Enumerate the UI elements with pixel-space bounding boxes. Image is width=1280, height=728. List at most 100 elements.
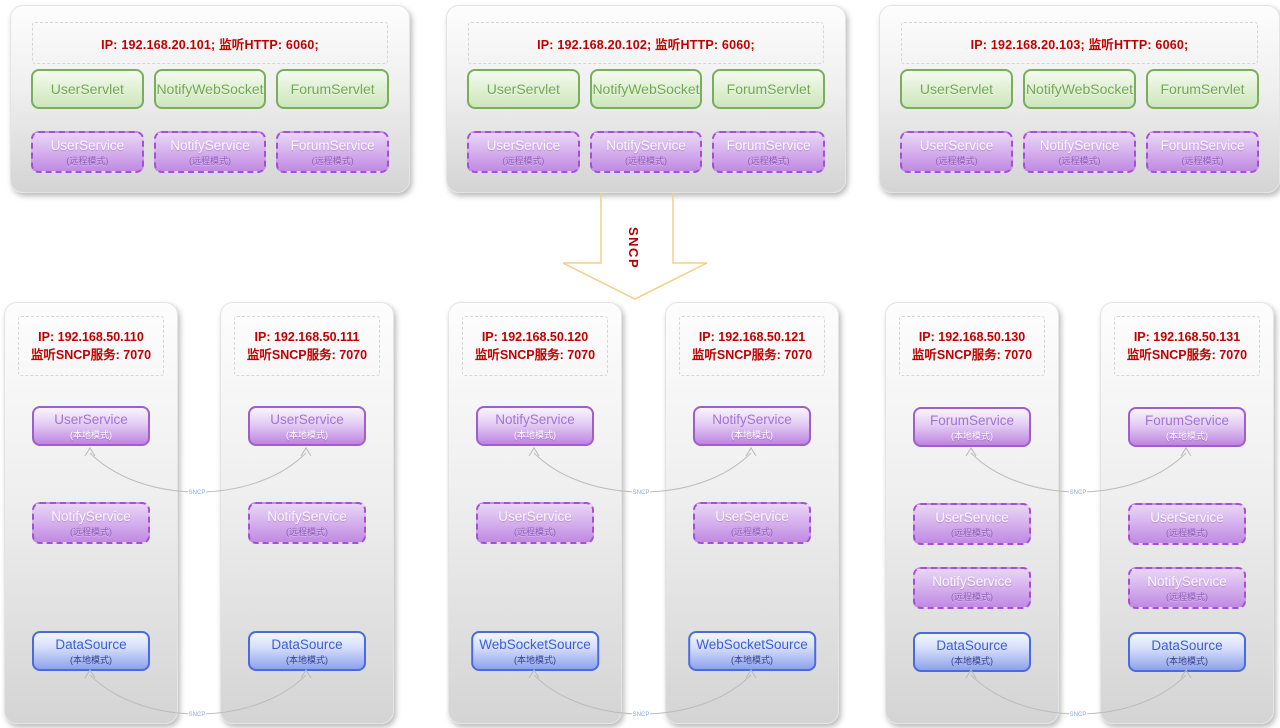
remote-service-box: ForumService (远程模式) <box>1146 131 1259 173</box>
service-name: DataSource <box>1151 637 1223 653</box>
remote-service-box: ForumService (远程模式) <box>712 131 826 173</box>
connector-label: SNCP <box>1070 490 1087 496</box>
servlet-box: ForumServlet <box>1146 69 1259 109</box>
service-mode: (远程模式) <box>1166 527 1208 538</box>
service-name: NotifyService <box>1039 137 1120 153</box>
datasource-box: DataSource(本地模式) <box>248 631 366 671</box>
datasource-box: DataSource (本地模式) <box>1128 632 1246 672</box>
ip-address-label: IP: 192.168.20.102; 监听HTTP: 6060; <box>468 22 824 64</box>
service-mode: (远程模式) <box>189 155 231 166</box>
remote-service-box: NotifyService(远程模式) <box>32 502 150 544</box>
sncp-arrow <box>562 193 708 300</box>
sncp-arrow-label: SNCP <box>626 227 641 269</box>
datasource-box: DataSource(本地模式) <box>913 632 1031 672</box>
service-name: DataSource <box>55 636 127 652</box>
ip-address-label: IP: 192.168.50.111 监听SNCP服务: 7070 <box>234 316 380 376</box>
http-server-panel: IP: 192.168.20.103; 监听HTTP: 6060; UserSer… <box>879 5 1280 193</box>
sncp-port-text: 监听SNCP服务: 7070 <box>30 348 152 362</box>
service-mode: (本地模式) <box>514 654 556 665</box>
sncp-port-text: 监听SNCP服务: 7070 <box>246 348 368 362</box>
connector-label: SNCP <box>633 712 650 718</box>
ip-address-text: IP: 192.168.20.101; 监听HTTP: 6060; <box>101 37 319 52</box>
service-name: ForumService <box>290 137 375 153</box>
service-mode: (远程模式) <box>1166 591 1208 602</box>
datasource-box: DataSource (本地模式) <box>32 631 150 671</box>
service-mode: (本地模式) <box>286 429 328 440</box>
ip-address-text: IP: 192.168.50.121 <box>698 329 806 344</box>
connector-label: SNCP <box>189 712 206 718</box>
ip-address-text: IP: 192.168.20.102; 监听HTTP: 6060; <box>537 37 755 52</box>
service-name: NotifyService <box>495 411 575 427</box>
service-name: UserService <box>498 508 572 524</box>
service-mode: (远程模式) <box>286 526 328 537</box>
service-name: NotifyService <box>170 137 250 153</box>
sncp-port-text: 监听SNCP服务: 7070 <box>474 348 596 362</box>
remote-service-box: NotifyService(远程模式) <box>248 502 366 544</box>
service-name: ForumService <box>1160 137 1245 153</box>
service-name: NotifyService <box>1147 573 1227 589</box>
servlet-box: UserServlet <box>900 69 1013 109</box>
service-mode: (远程模式) <box>951 527 993 538</box>
http-server-panel: IP: 192.168.20.102; 监听HTTP: 6060; UserSer… <box>446 5 846 193</box>
service-name: ForumService <box>726 137 811 153</box>
datasource-box: WebSocketSource(本地模式) <box>471 631 599 671</box>
ip-address-text: IP: 192.168.20.103; 监听HTTP: 6060; <box>970 37 1189 52</box>
connector-label: SNCP <box>1070 712 1087 718</box>
service-name: UserService <box>919 137 994 153</box>
ip-address-text: IP: 192.168.50.131 <box>1133 329 1241 344</box>
service-mode: (远程模式) <box>951 591 993 602</box>
service-mode: (本地模式) <box>70 429 112 440</box>
ip-address-label: IP: 192.168.20.103; 监听HTTP: 6060; <box>901 22 1258 64</box>
remote-service-box: NotifyService (远程模式) <box>153 131 267 173</box>
remote-service-box: ForumService(远程模式) <box>276 131 390 173</box>
service-row: UserService(远程模式) NotifyService (远程模式) Foru… <box>31 131 390 173</box>
sncp-port-text: 监听SNCP服务: 7070 <box>911 348 1033 362</box>
remote-service-box: UserService (远程模式) <box>1128 503 1246 545</box>
service-mode: (远程模式) <box>1058 155 1101 166</box>
servlet-box: NotifyWebSocket <box>1023 69 1136 109</box>
ip-address-label: IP: 192.168.50.130 监听SNCP服务: 7070 <box>899 316 1045 376</box>
service-mode: (本地模式) <box>1166 655 1208 666</box>
datasource-box: WebSocketSource(本地模式) <box>688 631 816 671</box>
service-mode: (本地模式) <box>951 430 993 441</box>
connector-label: SNCP <box>633 490 650 496</box>
remote-service-box: UserService (远程模式) <box>900 131 1013 173</box>
local-service-box: NotifyService(本地模式) <box>476 406 594 446</box>
ip-address-text: IP: 192.168.50.130 <box>918 329 1026 344</box>
service-mode: (本地模式) <box>731 429 773 440</box>
remote-service-box: UserService(远程模式) <box>913 503 1031 545</box>
service-mode: (远程模式) <box>1181 155 1224 166</box>
remote-service-box: UserService(远程模式) <box>31 131 144 173</box>
remote-service-box: NotifyService (远程模式) <box>913 567 1031 609</box>
servlet-box: NotifyWebSocket <box>589 69 703 109</box>
service-mode: (本地模式) <box>1166 430 1208 441</box>
sncp-port-text: 监听SNCP服务: 7070 <box>1126 348 1248 362</box>
service-mode: (远程模式) <box>935 155 978 166</box>
remote-service-box: UserService(远程模式) <box>693 502 811 544</box>
service-name: UserService <box>50 137 125 153</box>
local-service-box: NotifyService(本地模式) <box>693 406 811 446</box>
service-row: UserService(远程模式)NotifyService(远程模式)Foru… <box>467 131 826 173</box>
service-name: UserService <box>270 411 344 427</box>
ip-address-text: IP: 192.168.50.111 <box>254 329 360 344</box>
service-mode: (本地模式) <box>70 654 112 665</box>
service-name: NotifyService <box>932 573 1012 589</box>
service-name: UserService <box>486 137 561 153</box>
service-mode: (远程模式) <box>747 155 790 166</box>
connector-label: SNCP <box>189 490 206 496</box>
service-mode: (远程模式) <box>731 526 773 537</box>
local-service-box: UserService (本地模式) <box>248 406 366 446</box>
service-name: ForumService <box>1144 412 1230 428</box>
service-name: UserService <box>1150 509 1224 525</box>
sncp-port-text: 监听SNCP服务: 7070 <box>691 348 813 362</box>
service-mode: (本地模式) <box>951 655 993 666</box>
local-service-box: ForumService (本地模式) <box>1128 407 1246 447</box>
